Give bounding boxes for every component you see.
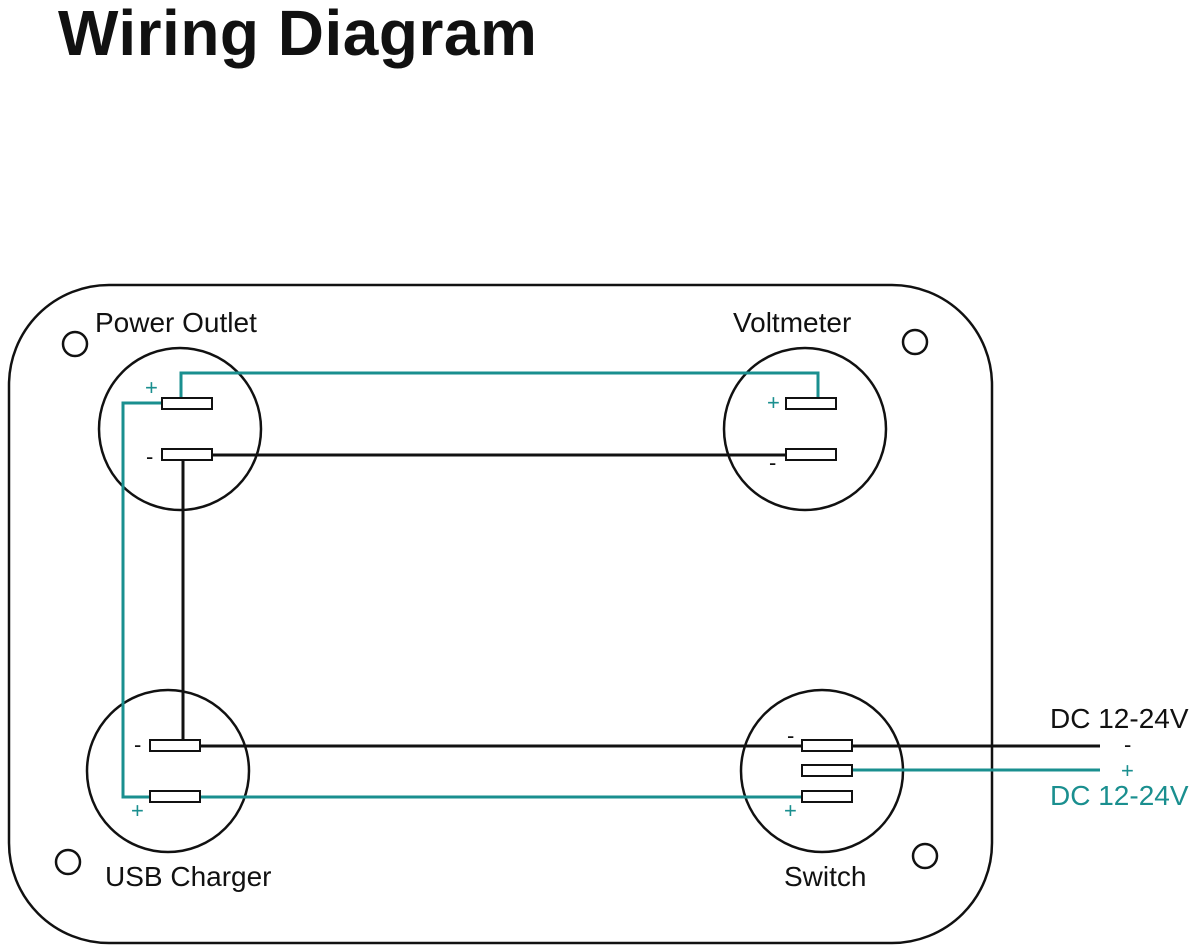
usb-charger-minus-sign: - — [134, 732, 141, 757]
power-outlet-ring — [97, 346, 263, 512]
usb-charger-positive-terminal — [149, 790, 201, 803]
mounting-hole-bottom-right — [911, 842, 939, 870]
usb-charger-ring — [85, 688, 251, 854]
switch-negative-terminal — [801, 739, 853, 752]
usb-charger-label: USB Charger — [105, 861, 272, 892]
switch-middle-terminal — [801, 764, 853, 777]
switch-minus-sign: - — [787, 723, 794, 748]
supply-positive-label: DC 12-24V — [1050, 780, 1189, 811]
mounting-hole-top-right — [901, 328, 929, 356]
supply-negative-label: DC 12-24V — [1050, 703, 1189, 734]
switch-label: Switch — [784, 861, 866, 892]
page-title: Wiring Diagram — [58, 0, 538, 69]
power-outlet-negative-terminal — [161, 448, 213, 461]
usb-charger-negative-terminal — [149, 739, 201, 752]
positive-wire-outlet-to-voltmeter — [179, 371, 820, 398]
voltmeter-ring — [722, 346, 888, 512]
power-outlet-label: Power Outlet — [95, 307, 257, 338]
power-outlet-plus-sign: + — [145, 375, 158, 400]
power-outlet-positive-terminal — [161, 397, 213, 410]
voltmeter-positive-terminal — [785, 397, 837, 410]
voltmeter-negative-terminal — [785, 448, 837, 461]
switch-plus-sign: + — [784, 798, 797, 823]
supply-minus-sign: - — [1124, 732, 1131, 757]
voltmeter-minus-sign: - — [769, 450, 776, 475]
supply-plus-sign: + — [1121, 758, 1134, 783]
positive-wire-outlet-to-usb-and-switch — [121, 401, 802, 799]
usb-charger-plus-sign: + — [131, 798, 144, 823]
mounting-hole-bottom-left — [54, 848, 82, 876]
mounting-hole-top-left — [61, 330, 89, 358]
power-outlet-minus-sign: - — [146, 444, 153, 469]
voltmeter-label: Voltmeter — [733, 307, 851, 338]
switch-positive-terminal — [801, 790, 853, 803]
voltmeter-plus-sign: + — [767, 390, 780, 415]
